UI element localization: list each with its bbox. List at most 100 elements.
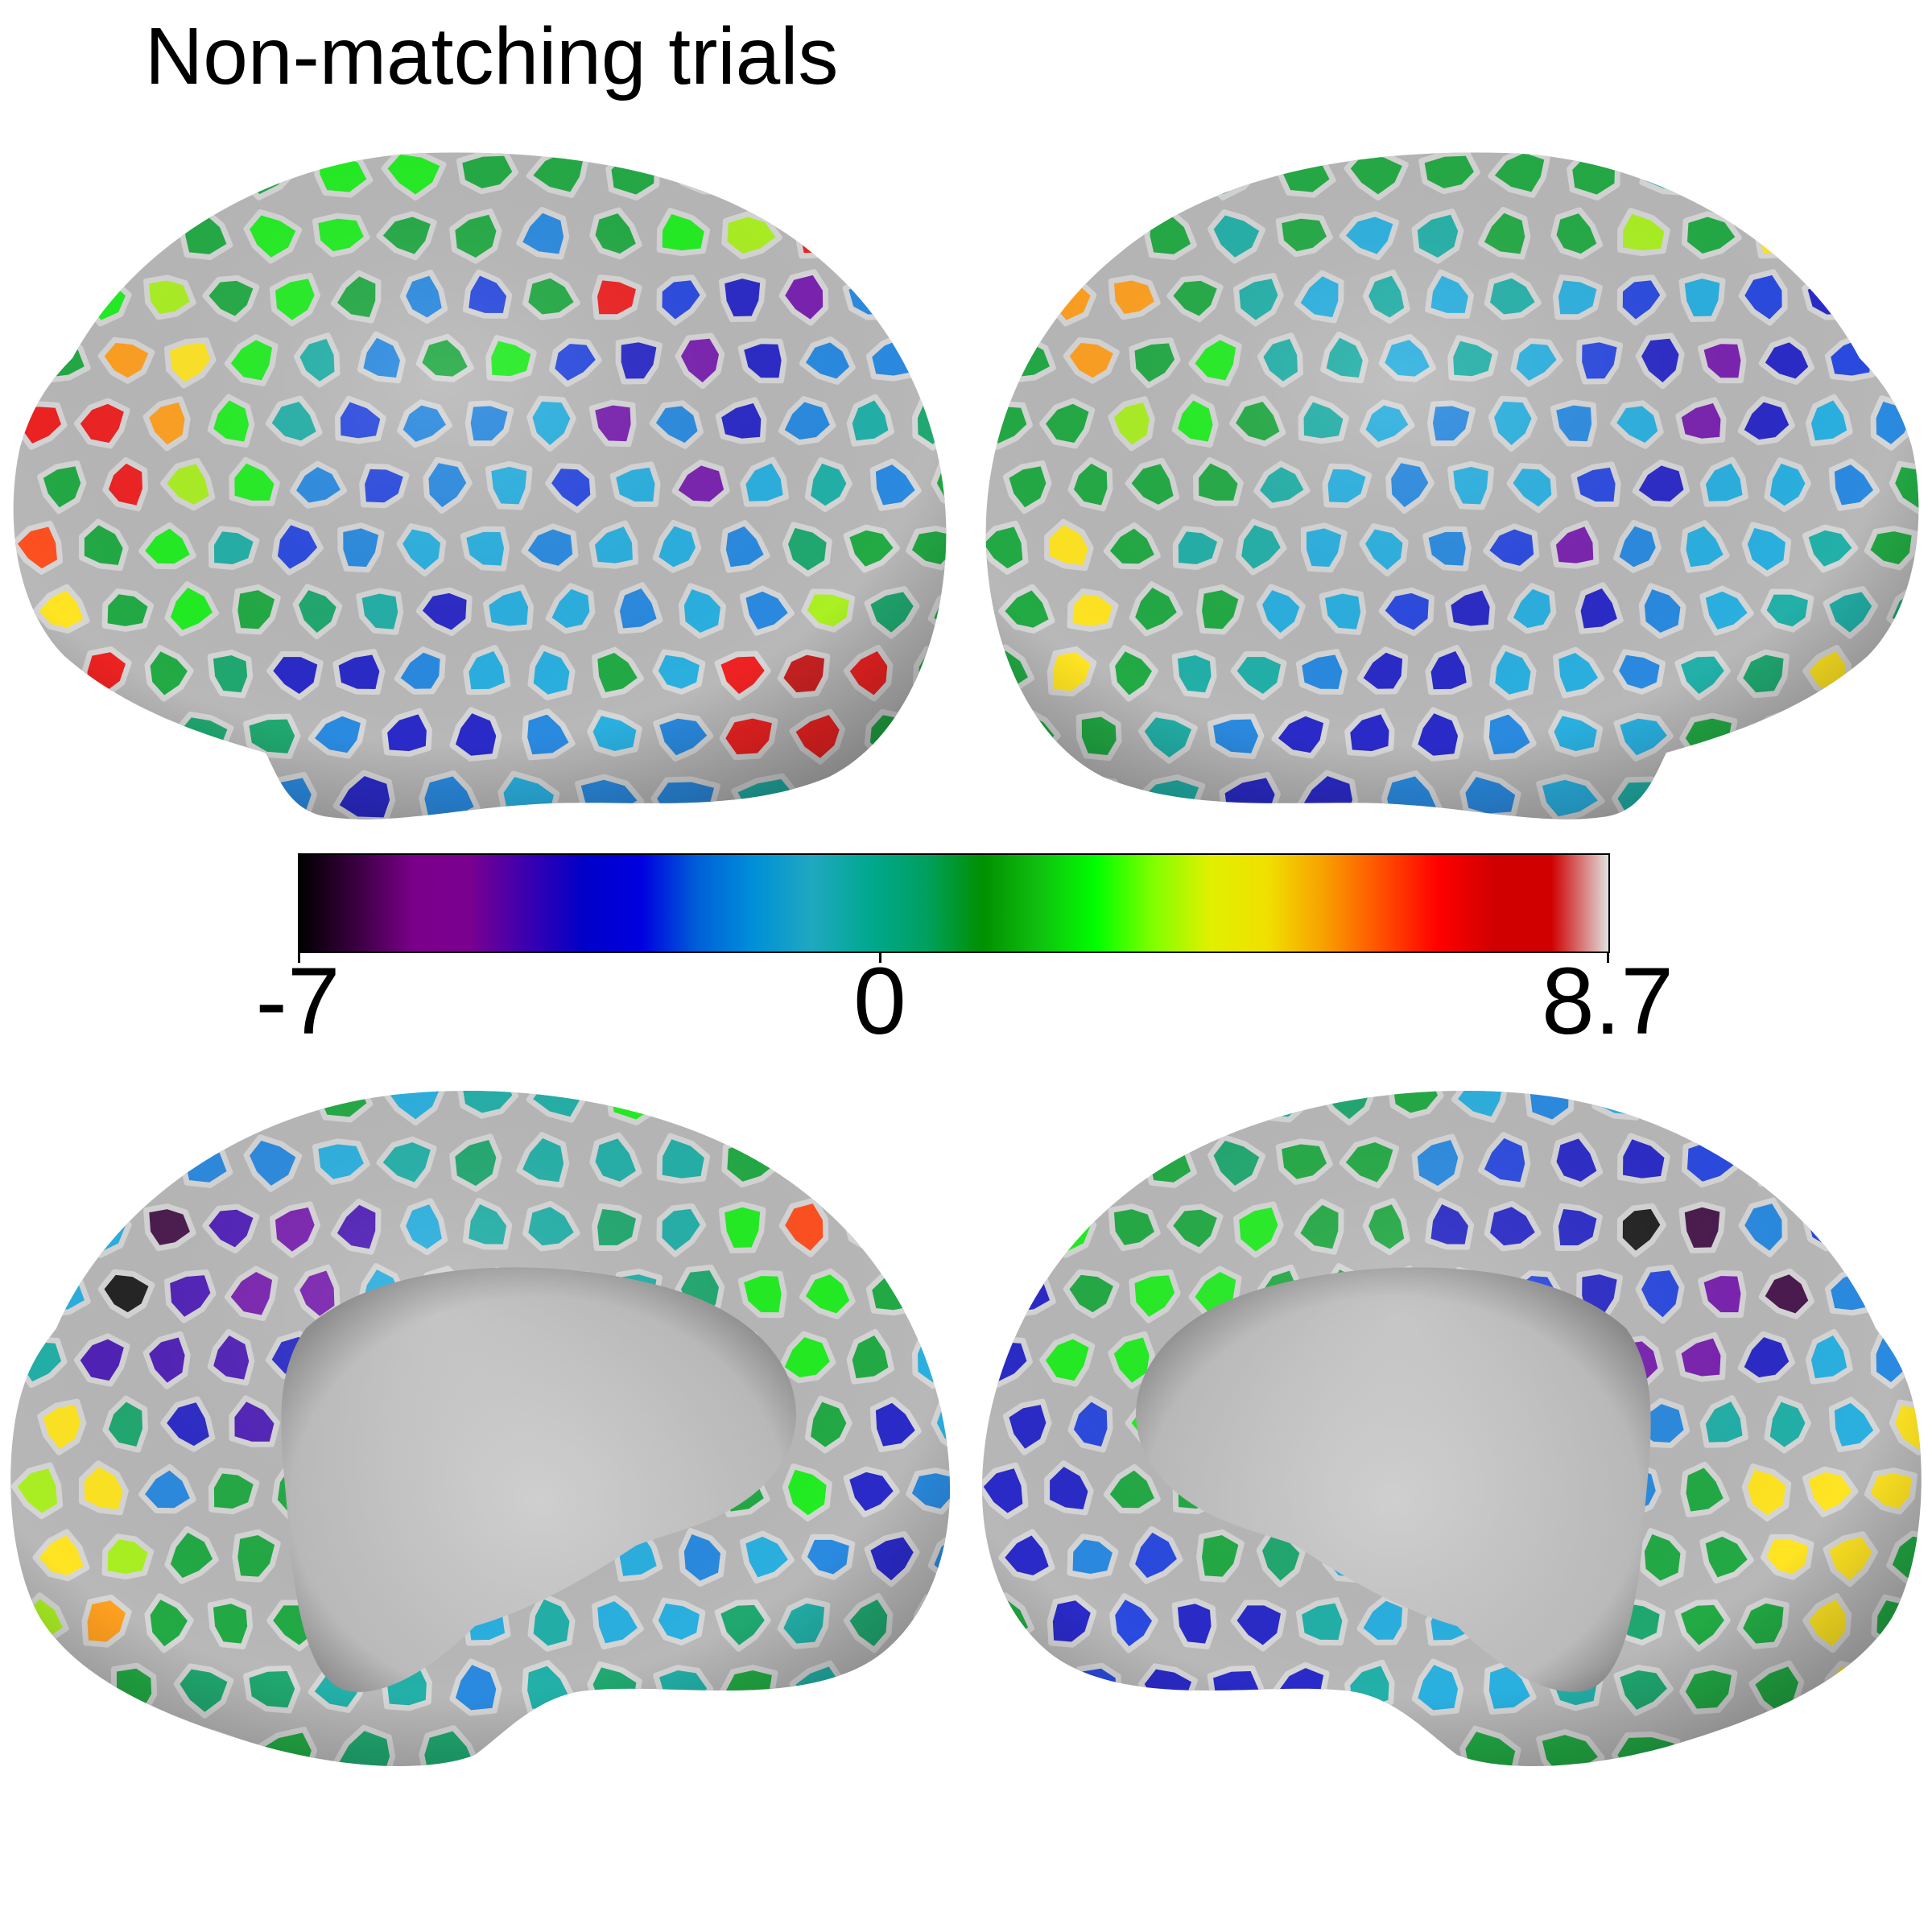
brain-parcel (1187, 1091, 1240, 1125)
brain-parcel (1060, 776, 1129, 819)
colorbar-tick-max (1607, 952, 1609, 963)
brain-parcel (1793, 1091, 1854, 1124)
brain-parcel (1867, 1091, 1918, 1122)
brain-parcel (1073, 1130, 1126, 1190)
brain-parcel (1778, 772, 1832, 819)
brain-parcel (756, 152, 815, 196)
brain-parcel (984, 1200, 1032, 1253)
brain-parcel (108, 205, 162, 262)
brain-parcel (1882, 1657, 1922, 1715)
brain-parcel (1134, 1729, 1206, 1766)
brain-parcel (890, 1724, 950, 1766)
brain-parcel (819, 772, 873, 819)
colorbar-gradient (298, 853, 1610, 953)
brain-parcel (166, 152, 217, 196)
brain-parcel (898, 152, 947, 199)
brain-parcel (819, 1727, 873, 1766)
colorbar-tick-mid (879, 952, 881, 963)
brain-parcel (1888, 1264, 1922, 1319)
brain-parcel (1820, 209, 1874, 264)
brain-parcel (15, 772, 85, 819)
brain-parcel (15, 1727, 85, 1766)
brain-parcel (1886, 1134, 1922, 1187)
brain-parcel (861, 1135, 916, 1192)
brain-parcel (14, 1091, 76, 1120)
brain-parcel (18, 271, 67, 322)
brain-parcel (41, 1657, 96, 1719)
brain-parcel (1690, 1728, 1760, 1766)
brain-parcel (731, 1728, 800, 1766)
brain-parcel (1888, 332, 1919, 385)
brain-parcel (1823, 708, 1869, 760)
brain-parcel (930, 332, 947, 385)
brain-parcel (982, 1091, 1036, 1120)
brain-parcel (85, 1091, 152, 1120)
brain-parcel (239, 1091, 296, 1125)
colorbar-label-mid: 0 (853, 948, 906, 1055)
brain-parcel (1863, 272, 1919, 320)
colorbar: -7 0 8.7 (256, 853, 1674, 1049)
brain-parcel (1871, 646, 1915, 696)
brain-parcel (110, 711, 158, 762)
brain-parcel (1690, 773, 1760, 819)
colorbar-tick-min (298, 952, 300, 963)
brain-parcel (1754, 1138, 1806, 1187)
brain-parcel (928, 1134, 950, 1187)
brain-parcel (1778, 1727, 1832, 1766)
brain-parcel (1728, 1091, 1783, 1119)
brain-parcel (930, 1264, 950, 1319)
brain-parcel (985, 772, 1050, 819)
brain-parcel (864, 1661, 911, 1714)
brain-parcel (924, 1657, 950, 1715)
brain-parcel (166, 1091, 217, 1121)
brain-parcel (985, 152, 1041, 196)
brain-parcel (14, 152, 76, 196)
brain-parcel (890, 769, 947, 819)
brain-right-medial-view (982, 1091, 1922, 1766)
brain-parcel (497, 1725, 560, 1766)
brain-parcel (1882, 706, 1919, 762)
brain-parcel (905, 1201, 950, 1252)
colorbar-label-min: -7 (255, 948, 341, 1055)
brain-parcel (1886, 209, 1919, 260)
brain-parcel (826, 152, 887, 194)
brain-parcel (1045, 1091, 1107, 1120)
brain-parcel (39, 208, 90, 258)
figure-title: Non-matching trials (145, 11, 839, 101)
brain-parcel (898, 1091, 950, 1124)
brain-parcel (905, 272, 947, 320)
brain-parcel (1219, 1727, 1281, 1766)
brain-parcel (1856, 152, 1919, 199)
brain-parcel (1381, 1725, 1443, 1766)
brain-parcel (756, 1091, 815, 1120)
brain-parcel (1785, 152, 1845, 194)
brain-parcel (1663, 1091, 1717, 1120)
brain-left-lateral-view (13, 152, 947, 819)
brain-right-lateral-view (985, 152, 1919, 819)
brain-parcel (39, 1133, 90, 1185)
brain-parcel (1119, 1091, 1166, 1121)
brain-parcel (924, 706, 947, 762)
brain-parcel (1130, 152, 1181, 196)
brain-parcel (679, 152, 736, 196)
brain-parcel (1716, 152, 1774, 196)
brain-left-medial-view (10, 1091, 950, 1766)
brain-parcel (1007, 1657, 1061, 1719)
brain-parcel (1863, 1201, 1921, 1252)
brain-parcel (928, 209, 947, 260)
brain-parcel (85, 152, 152, 195)
brain-parcel (985, 271, 1032, 322)
brain-parcel (95, 776, 163, 819)
brain-parcel (1073, 205, 1126, 262)
brain-parcel (1848, 1724, 1914, 1766)
brain-parcel (575, 1729, 645, 1766)
brain-parcel (18, 1200, 67, 1253)
brain-parcel (1296, 1724, 1359, 1766)
brain-parcel (679, 1091, 736, 1121)
brain-parcel (1005, 208, 1055, 258)
brain-parcel (41, 706, 96, 764)
brain-parcel (1820, 1135, 1874, 1192)
brain-parcel (650, 1732, 720, 1766)
colorbar-label-max: 8.7 (1541, 948, 1674, 1055)
brain-parcel (982, 1727, 1050, 1766)
